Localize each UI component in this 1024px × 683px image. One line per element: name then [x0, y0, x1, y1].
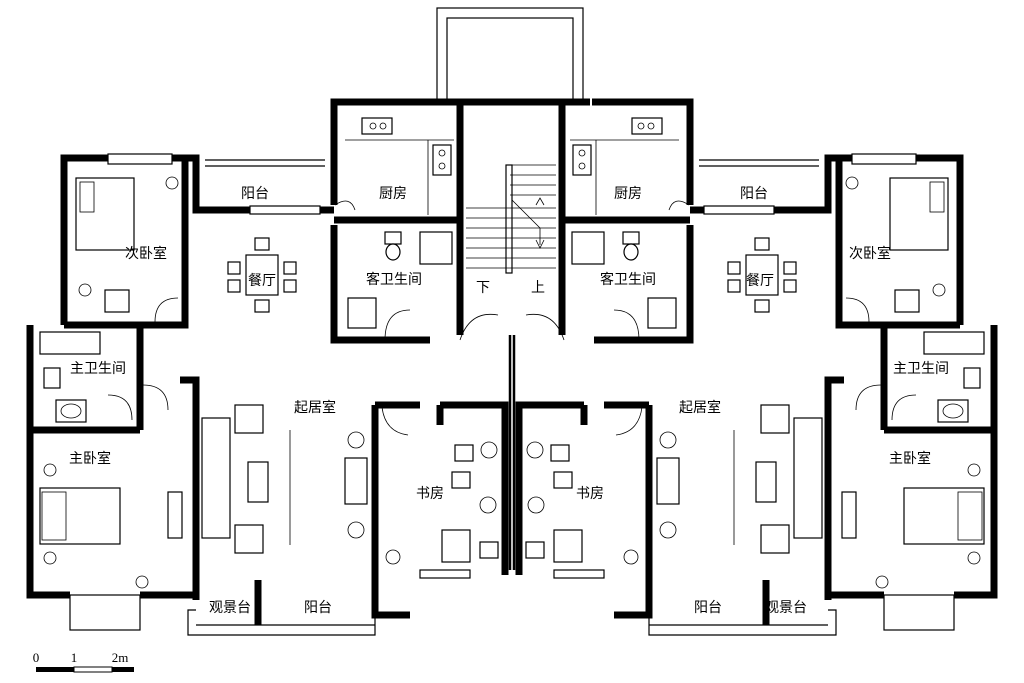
label-balcony-bottom-left: 阳台 [304, 600, 332, 616]
scale-tick-1: 1 [71, 650, 78, 665]
label-second-bedroom-right: 次卧室 [849, 245, 891, 262]
label-view-deck-right: 观景台 [765, 600, 807, 616]
label-guest-bath-left: 客卫生间 [366, 271, 422, 288]
label-master-bedroom-left: 主卧室 [69, 450, 111, 467]
label-kitchen-left: 厨房 [379, 186, 407, 202]
label-dining-left: 餐厅 [248, 273, 276, 289]
scale-tick-2: 2m [112, 650, 129, 665]
label-dining-right: 餐厅 [746, 273, 774, 289]
label-living-right: 起居室 [679, 399, 721, 416]
label-stair-down: 下 [476, 280, 490, 296]
label-balcony-bottom-right: 阳台 [694, 600, 722, 616]
label-stair-up: 上 [531, 280, 545, 296]
left-unit-walls [26, 98, 509, 636]
label-study-right: 书房 [576, 486, 604, 502]
label-master-bath-left: 主卫生间 [70, 361, 126, 377]
label-master-bedroom-right: 主卧室 [889, 450, 931, 467]
label-living-left: 起居室 [294, 399, 336, 416]
label-second-bedroom-left: 次卧室 [125, 245, 167, 262]
label-master-bath-right: 主卫生间 [893, 361, 949, 377]
stair-core [432, 98, 590, 570]
scale-tick-0: 0 [33, 650, 40, 665]
scale-bar: 0 1 2m [33, 650, 134, 673]
label-study-left: 书房 [416, 486, 444, 502]
label-kitchen-right: 厨房 [614, 186, 642, 202]
label-view-deck-left: 观景台 [209, 600, 251, 616]
top-terrace [436, 7, 584, 103]
label-balcony-top-right: 阳台 [740, 186, 768, 202]
left-unit-furniture [39, 117, 499, 589]
right-unit-walls [515, 98, 998, 636]
label-balcony-top-left: 阳台 [241, 186, 269, 202]
label-guest-bath-right: 客卫生间 [600, 271, 656, 288]
